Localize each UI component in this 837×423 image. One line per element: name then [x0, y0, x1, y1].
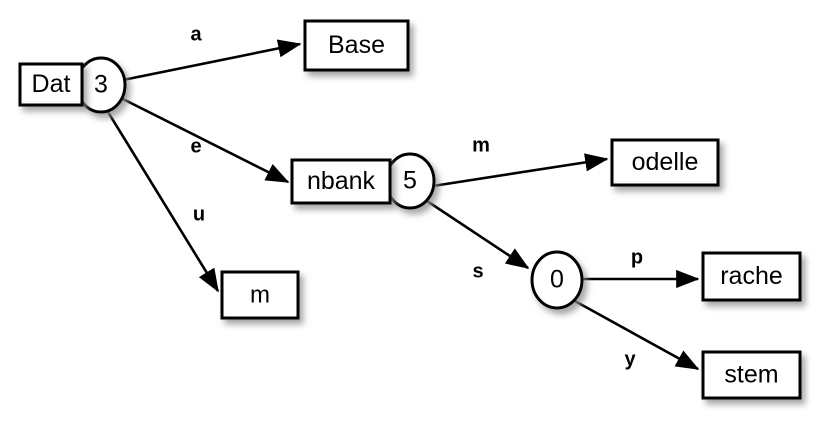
edge-m-line — [432, 153, 609, 188]
edge-label-a: a — [190, 23, 202, 45]
node-zero[interactable]: 0 — [530, 250, 584, 310]
edge-label-s: s — [472, 260, 483, 282]
edge-s-line — [426, 199, 530, 270]
node-m-box-label: m — [250, 281, 270, 308]
node-nbank-rect-label: nbank — [307, 167, 376, 195]
node-stem-rect — [701, 350, 802, 400]
node-base-rect — [303, 19, 410, 72]
edge-label-m: m — [472, 134, 490, 156]
edge-label-y: y — [624, 348, 636, 370]
node-stem[interactable]: stem — [701, 350, 802, 400]
edge-y-line — [572, 298, 700, 371]
node-rache-rect — [701, 251, 802, 302]
node-stem-label: stem — [724, 361, 778, 389]
node-rache[interactable]: rache — [701, 251, 802, 302]
node-zero-label: 0 — [550, 266, 564, 294]
edge-label-p: p — [631, 246, 643, 268]
node-odelle-label: odelle — [632, 148, 699, 176]
node-base[interactable]: Base — [303, 19, 410, 72]
node-odelle[interactable]: odelle — [610, 138, 720, 187]
node-dat-rect — [18, 62, 84, 107]
node-nbank-ellipse-label: 5 — [403, 167, 417, 195]
edges-layer — [106, 39, 700, 371]
node-rache-label: rache — [720, 262, 783, 290]
node-nbank[interactable]: nbank 5 — [290, 152, 436, 210]
edge-u-line — [106, 111, 220, 293]
node-nbank-rect — [290, 158, 392, 205]
node-m-box[interactable]: m — [220, 270, 300, 320]
edge-e-line — [118, 95, 290, 184]
node-dat-rect-label: Dat — [32, 70, 71, 98]
node-dat-ellipse-label: 3 — [94, 71, 108, 99]
node-odelle-rect — [610, 138, 720, 187]
node-m-box-rect — [220, 270, 300, 320]
edge-label-u: u — [193, 203, 205, 225]
node-dat[interactable]: Dat 3 — [18, 56, 127, 114]
edge-a-line — [122, 39, 302, 82]
edge-labels-layer: a e u m s p y — [190, 23, 643, 370]
node-zero-ellipse — [530, 250, 584, 310]
node-base-label: Base — [328, 31, 385, 59]
edge-label-e: e — [190, 135, 201, 157]
